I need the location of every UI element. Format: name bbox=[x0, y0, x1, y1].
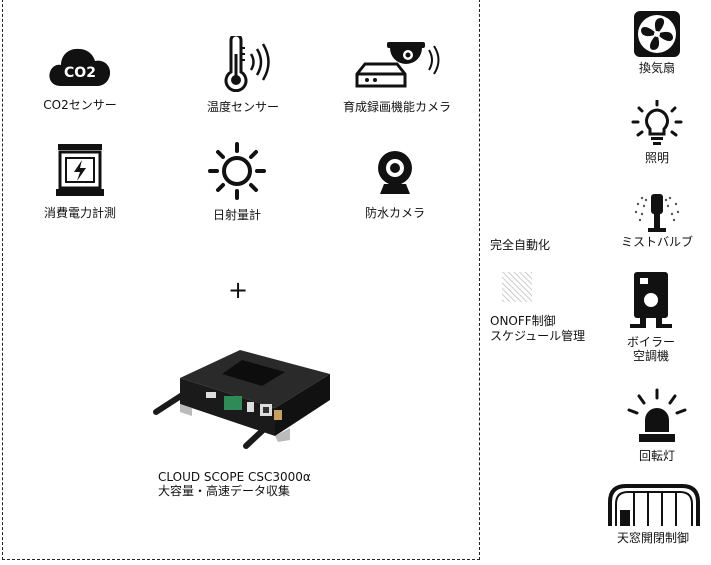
sensor-solar: 日射量計 bbox=[162, 142, 312, 223]
thermometer-icon bbox=[224, 36, 270, 92]
sensor-label: 温度センサー bbox=[206, 100, 279, 114]
light-bulb-icon bbox=[631, 100, 683, 145]
sensor-label: 日射量計 bbox=[212, 208, 261, 222]
output-label-2: 空調機 bbox=[632, 349, 669, 363]
hatched-square-icon bbox=[502, 272, 532, 302]
sun-icon bbox=[208, 142, 266, 200]
output-fan: 換気扇 bbox=[612, 10, 702, 75]
output-label: ミストバルブ bbox=[620, 235, 693, 249]
boiler-icon bbox=[630, 272, 672, 328]
output-skylight: 天窓開閉制御 bbox=[608, 482, 700, 545]
power-meter-icon bbox=[56, 144, 104, 196]
sensor-power: 消費電力計測 bbox=[5, 142, 155, 221]
mist-valve-icon bbox=[634, 194, 680, 232]
sensor-waterproof-camera: 防水カメラ bbox=[320, 148, 470, 221]
control-line-onoff: ONOFF制御 bbox=[490, 314, 556, 328]
sensor-label: 育成録画機能カメラ bbox=[342, 100, 451, 114]
output-label: 天窓開閉制御 bbox=[616, 531, 689, 545]
output-mist-valve: ミストバルブ bbox=[612, 192, 702, 249]
co2-cloud-icon: CO2 bbox=[49, 48, 111, 86]
sensor-growth-camera: 育成録画機能カメラ bbox=[322, 40, 472, 115]
device-caption: CLOUD SCOPE CSC3000α 大容量・高速データ収集 bbox=[158, 470, 311, 498]
sensor-co2: CO2 CO2センサー bbox=[5, 40, 155, 113]
svg-text:CO2: CO2 bbox=[64, 65, 96, 81]
output-label: 照明 bbox=[644, 151, 669, 165]
control-line-schedule: スケジュール管理 bbox=[490, 329, 586, 343]
fan-icon bbox=[634, 11, 680, 57]
output-boiler: ボイラー 空調機 bbox=[606, 270, 696, 363]
output-rotating-light: 回転灯 bbox=[612, 388, 702, 463]
device-name: CLOUD SCOPE CSC3000α bbox=[158, 470, 311, 484]
dome-camera-recorder-icon bbox=[355, 42, 440, 88]
output-label: 換気扇 bbox=[638, 61, 675, 75]
sensor-label: 消費電力計測 bbox=[43, 206, 116, 220]
automation-label: 完全自動化 bbox=[490, 238, 551, 252]
control-description: ONOFF制御 スケジュール管理 bbox=[490, 314, 585, 344]
gateway-device-image bbox=[153, 350, 330, 449]
output-light: 照明 bbox=[612, 100, 702, 165]
output-label: ボイラー bbox=[626, 335, 675, 349]
plus-sign: + bbox=[228, 276, 249, 304]
sensor-temperature: 温度センサー bbox=[168, 36, 318, 115]
output-label: 回転灯 bbox=[638, 449, 675, 463]
webcam-icon bbox=[378, 151, 412, 194]
greenhouse-icon bbox=[608, 484, 700, 526]
sensor-label: 防水カメラ bbox=[364, 206, 425, 220]
sensor-panel bbox=[2, 0, 480, 560]
device-description: 大容量・高速データ収集 bbox=[158, 484, 291, 498]
rotating-light-icon bbox=[627, 388, 687, 442]
sensor-label: CO2センサー bbox=[43, 98, 117, 112]
